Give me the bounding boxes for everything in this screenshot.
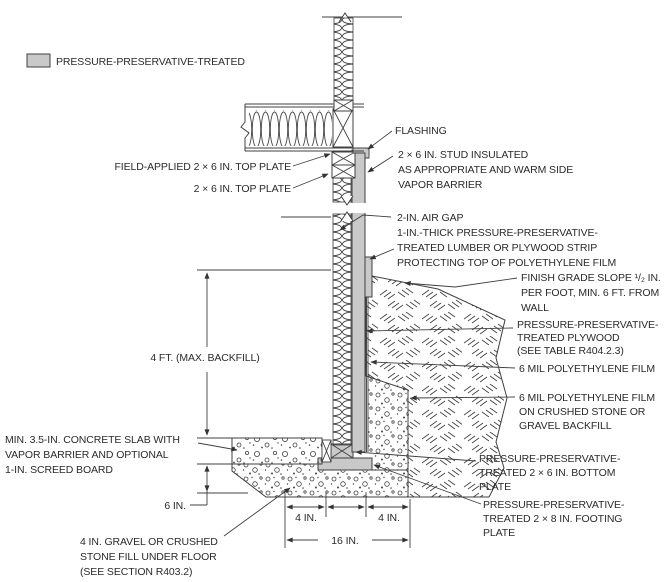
leader-poly-film [370, 359, 516, 369]
label-finish-grade-line2: PER FOOT, MIN. 6 FT. FROM [521, 287, 659, 299]
leader-poly-film-gravel [410, 395, 516, 401]
label-strip-line3: PROTECTING TOP OF POLYETHYLENE FILM [397, 257, 616, 269]
gravel-backfill [368, 375, 408, 470]
dim-6in: 6 IN. [164, 463, 248, 512]
leader-strip [369, 248, 395, 260]
label-gravel-fill-line1: 4 IN. GRAVEL OR CRUSHED [80, 536, 218, 548]
upper-stud-wall-insulation [333, 17, 354, 101]
dim-backfill: 4 FT. (MAX. BACKFILL) [150, 269, 331, 439]
label-strip-line2: TREATED LUMBER OR PLYWOOD STRIP [397, 242, 597, 254]
floor-insulation [249, 110, 332, 146]
label-top-plate: 2 × 6 IN. TOP PLATE [194, 183, 292, 195]
dim-backfill-label: 4 FT. (MAX. BACKFILL) [150, 352, 259, 364]
label-stud-line2: AS APPROPRIATE AND WARM SIDE [398, 164, 573, 176]
foundation-wall-panel [351, 149, 366, 453]
label-slab-line1: MIN. 3.5-IN. CONCRETE SLAB WITH [5, 434, 180, 446]
label-plywood-line3: (SEE TABLE R404.2.3) [517, 345, 624, 357]
label-gravel-fill-line2: STONE FILL UNDER FLOOR [80, 551, 217, 563]
label-poly-film-gravel-line1: 6 MIL POLYETHYLENE FILM [519, 392, 655, 404]
dim-footing-width: 4 IN. 4 IN. 16 IN. [284, 489, 411, 548]
floor-assembly [240, 103, 364, 152]
leader-top-plate [292, 173, 329, 189]
label-flashing: FLASHING [395, 125, 447, 137]
leader-flashing [367, 130, 393, 150]
top-plates [331, 151, 356, 179]
concrete-slab [231, 437, 323, 465]
leader-gravel-fill [223, 487, 291, 537]
label-slab-line3: 1-IN. SCREED BOARD [5, 464, 113, 476]
leader-footing-plate [373, 464, 482, 505]
screed-board [321, 439, 332, 463]
leader-plywood [366, 327, 514, 334]
label-air-gap: 2-IN. AIR GAP [397, 212, 463, 224]
label-bottom-plate-line2: TREATED 2 × 6 IN. BOTTOM [479, 467, 615, 479]
rim-blocking [332, 108, 354, 148]
leader-finish-grade [404, 277, 518, 288]
label-poly-film-gravel-line2: ON CRUSHED STONE OR [519, 406, 646, 418]
label-strip-line1: 1-IN.-THICK PRESSURE-PRESERVATIVE- [397, 227, 598, 239]
leader-slab [197, 442, 238, 452]
upper-stud-wall [322, 12, 402, 112]
label-finish-grade-line3: WALL [521, 302, 549, 314]
label-stud-line1: 2 × 6 IN. STUD INSULATED [398, 149, 529, 161]
upper-wall-plate [333, 99, 354, 112]
legend-label: PRESSURE-PRESERVATIVE-TREATED [56, 56, 245, 68]
label-poly-film: 6 MIL POLYETHYLENE FILM [519, 363, 655, 375]
dim-4in-right-label: 4 IN. [378, 512, 400, 524]
label-finish-grade-line1: FINISH GRADE SLOPE ¹/₂ IN. [521, 272, 661, 284]
label-bottom-plate-line3: PLATE [479, 481, 511, 493]
dim-6in-label: 6 IN. [164, 500, 186, 512]
label-poly-film-gravel-line3: GRAVEL BACKFILL [519, 420, 612, 432]
soil-backfill [365, 275, 508, 498]
label-bottom-plate-line1: PRESSURE-PRESERVATIVE- [479, 453, 621, 465]
label-plywood-line1: PRESSURE-PRESERVATIVE- [517, 319, 659, 331]
leader-air-gap [339, 214, 392, 231]
label-field-applied-top-plate: FIELD-APPLIED 2 × 6 IN. TOP PLATE [114, 161, 291, 173]
label-plywood-line2: TREATED PLYWOOD [517, 332, 620, 344]
label-footing-plate-line3: PLATE [483, 527, 515, 539]
label-footing-plate-line1: PRESSURE-PRESERVATIVE- [483, 499, 625, 511]
leader-field-applied [292, 153, 331, 167]
dim-16in-label: 16 IN. [331, 535, 358, 547]
wall-insulation-lower [332, 213, 352, 446]
leader-bottom-plate [355, 449, 477, 462]
dim-4in-left-label: 4 IN. [295, 512, 317, 524]
label-slab-line2: VAPOR BARRIER AND OPTIONAL [5, 449, 169, 461]
legend-swatch [26, 53, 51, 68]
label-footing-plate-line2: TREATED 2 × 8 IN. FOOTING [483, 513, 622, 525]
bottom-plate [330, 443, 354, 459]
leader-stud [367, 155, 394, 173]
label-gravel-fill-line3: (SEE SECTION R403.2) [80, 566, 192, 578]
protective-strip [364, 256, 373, 298]
wall-break [281, 195, 370, 222]
label-stud-line3: VAPOR BARRIER [398, 179, 483, 191]
